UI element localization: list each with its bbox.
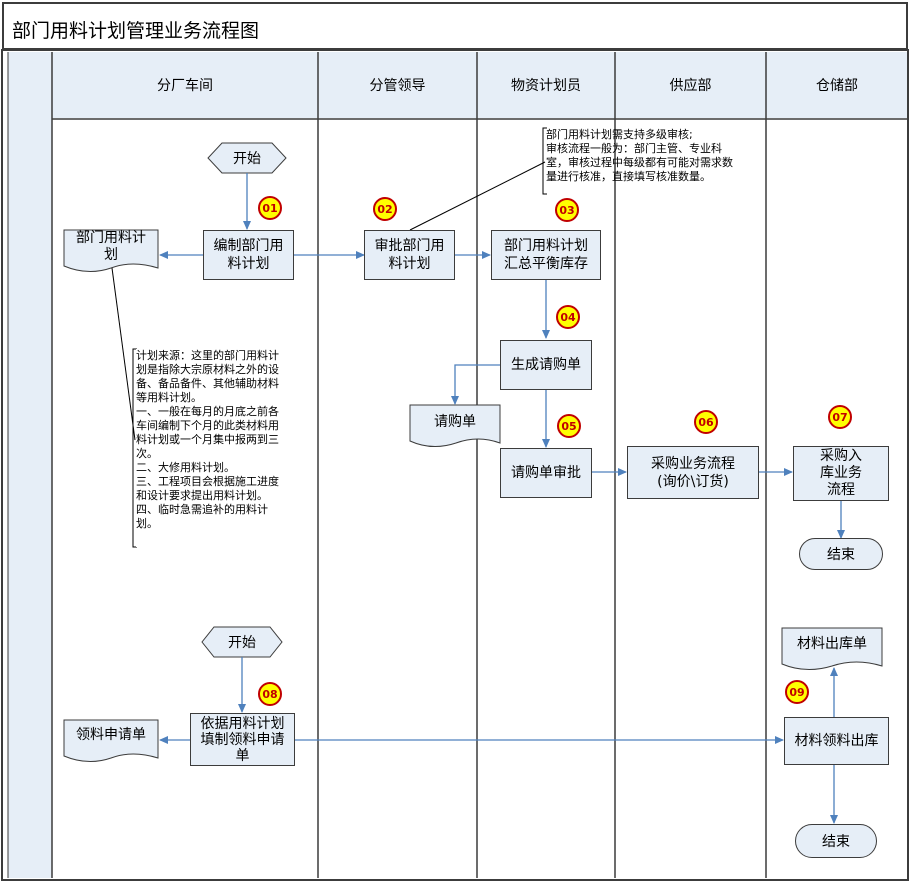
note-source-line: 四、临时急需追补的用料计 bbox=[136, 503, 268, 516]
process-summary-balance: 部门用料计划 汇总平衡库存 bbox=[491, 230, 601, 280]
page-title: 部门用料计划管理业务流程图 bbox=[12, 20, 260, 42]
document-request-label: 请购单 bbox=[434, 413, 476, 430]
note-approval-rules: 部门用料计划需支持多级审核; 审核流程一般为：部门主管、专业科 室，审核过程中每… bbox=[546, 128, 772, 194]
subprocess-stock-in-line1: 采购入 bbox=[820, 448, 862, 464]
lane-header-planner: 物资计划员 bbox=[478, 53, 614, 117]
start-node-2: 开始 bbox=[228, 635, 256, 651]
step-badge-01: 01 bbox=[258, 196, 282, 220]
note-source-line: 车间编制下个月的此类材料用 bbox=[136, 419, 279, 432]
process-fill-line3: 单 bbox=[235, 747, 250, 764]
step-badge-07: 07 bbox=[828, 405, 852, 429]
step-badge-06: 06 bbox=[694, 410, 718, 434]
process-fill-line1: 依据用料计划 bbox=[200, 715, 285, 732]
step-badge-05: 05 bbox=[557, 414, 581, 438]
note-source-line: 和设计要求提出用料计划。 bbox=[136, 489, 268, 502]
subprocess-purchase-line1: 采购业务流程 bbox=[651, 455, 735, 472]
note-source-line: 次。 bbox=[136, 447, 158, 460]
note-source-line: 等用料计划。 bbox=[136, 391, 202, 404]
process-approve-plan-line2: 料计划 bbox=[388, 256, 431, 272]
document-plan-line2: 划 bbox=[104, 247, 118, 263]
note-approval-line: 审核流程一般为：部门主管、专业科 bbox=[546, 142, 722, 155]
process-approve-plan: 审批部门用 料计划 bbox=[364, 230, 455, 280]
lane-header-warehouse: 仓储部 bbox=[767, 53, 907, 117]
note-source-line: 三、工程项目会根据施工进度 bbox=[136, 475, 279, 488]
process-compile-plan-line1: 编制部门用 bbox=[213, 238, 284, 254]
note-source-line: 划。 bbox=[136, 517, 158, 530]
process-compile-plan: 编制部门用 料计划 bbox=[203, 230, 294, 280]
note-source-line: 二、大修用料计划。 bbox=[136, 461, 235, 474]
process-material-issue: 材料领料出库 bbox=[784, 717, 889, 765]
step-badge-02: 02 bbox=[373, 197, 397, 221]
document-plan-line1: 部门用料计 bbox=[76, 230, 146, 246]
title-bar: 部门用料计划管理业务流程图 bbox=[2, 2, 908, 50]
note-plan-source: 计划来源：这里的部门用料计 划是指除大宗原材料之外的设 备、备品备件、其他辅助材… bbox=[136, 349, 311, 547]
process-fill-line2: 填制领料申请 bbox=[200, 731, 285, 748]
process-compile-plan-line2: 料计划 bbox=[227, 256, 270, 272]
document-request: 请购单 bbox=[410, 405, 500, 439]
note-approval-line: 室，审核过程中每级都有可能对需求数 bbox=[546, 156, 733, 169]
lane-header-supply: 供应部 bbox=[616, 53, 765, 117]
document-application: 领料申请单 bbox=[64, 722, 158, 748]
note-source-line: 一、一般在每月的月底之前各 bbox=[136, 405, 279, 418]
step-badge-03: 03 bbox=[555, 198, 579, 222]
note-source-line: 计划来源：这里的部门用料计 bbox=[136, 349, 279, 362]
process-approve-plan-line1: 审批部门用 bbox=[374, 238, 445, 254]
document-application-label: 领料申请单 bbox=[76, 726, 146, 743]
subprocess-purchase-line2: (询价\订货) bbox=[657, 473, 729, 490]
note-approval-line: 量进行核准，直接填写核准数量。 bbox=[546, 170, 711, 183]
process-fill-application: 依据用料计划 填制领料申请 单 bbox=[190, 713, 295, 766]
subprocess-purchase: 采购业务流程 (询价\订货) bbox=[627, 446, 759, 499]
step-badge-09: 09 bbox=[785, 680, 809, 704]
subprocess-stock-in-line3: 流程 bbox=[827, 482, 855, 498]
process-review-request: 请购单审批 bbox=[500, 448, 592, 498]
note-approval-line: 部门用料计划需支持多级审核; bbox=[546, 128, 693, 141]
end-node-2: 结束 bbox=[795, 824, 877, 858]
process-summary-line1: 部门用料计划 bbox=[504, 238, 588, 254]
start-node-1: 开始 bbox=[233, 151, 261, 167]
subprocess-stock-in: 采购入 库业务 流程 bbox=[793, 446, 889, 501]
process-generate-request: 生成请购单 bbox=[500, 340, 592, 390]
note-source-line: 料计划或一个月集中报两到三 bbox=[136, 433, 279, 446]
process-summary-line2: 汇总平衡库存 bbox=[504, 256, 588, 272]
document-issue-slip: 材料出库单 bbox=[782, 630, 882, 658]
lane-header-leader: 分管领导 bbox=[319, 53, 476, 117]
note-source-line: 备、备品备件、其他辅助材料 bbox=[136, 377, 279, 390]
end-node-1: 结束 bbox=[799, 538, 883, 570]
note-source-line: 划是指除大宗原材料之外的设 bbox=[136, 363, 279, 376]
lane-header-workshop: 分厂车间 bbox=[53, 53, 317, 117]
step-badge-08: 08 bbox=[258, 682, 282, 706]
document-plan: 部门用料计 划 bbox=[64, 230, 158, 264]
document-issue-slip-label: 材料出库单 bbox=[797, 635, 867, 652]
subprocess-stock-in-line2: 库业务 bbox=[820, 465, 862, 481]
step-badge-04: 04 bbox=[556, 305, 580, 329]
